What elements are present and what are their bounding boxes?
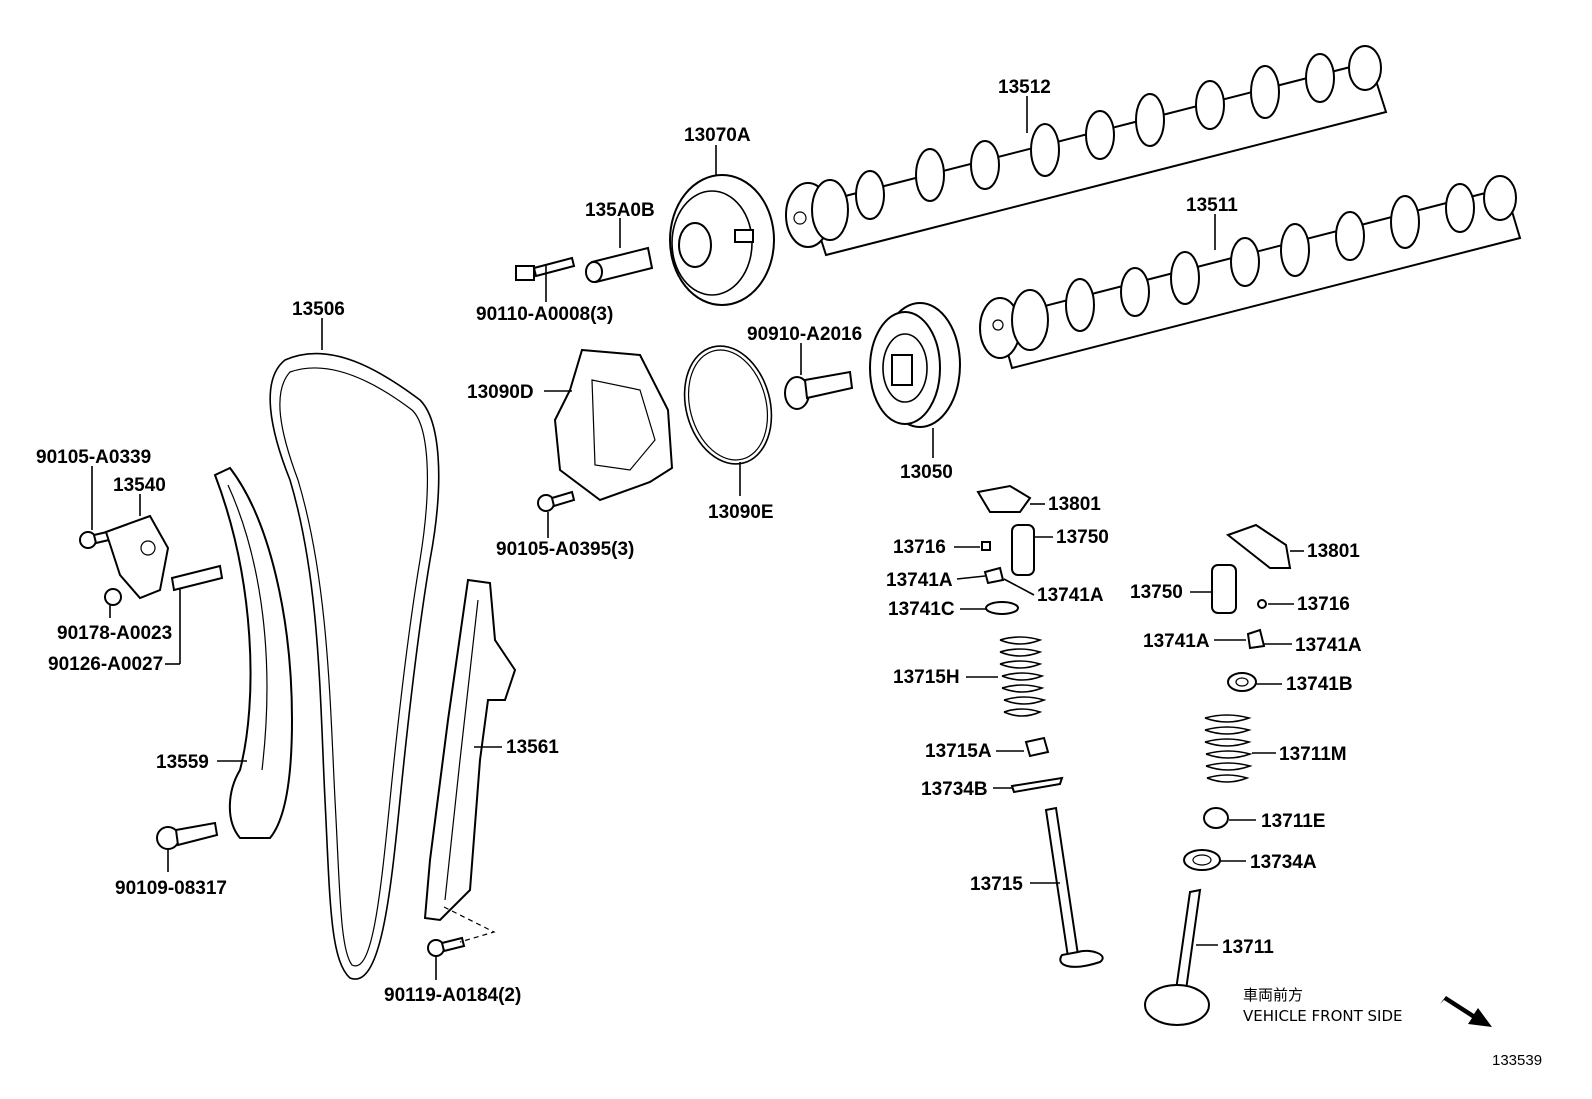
front-direction-arrow-icon (1440, 996, 1492, 1027)
nut-90178-A0023 (104, 588, 122, 606)
label-13540: 13540 (113, 475, 166, 496)
timing-gear-13070A (669, 174, 775, 306)
label-13734A: 13734A (1250, 852, 1317, 873)
rocker-arm-13801-left (976, 484, 1032, 513)
label-13711E: 13711E (1261, 811, 1325, 832)
keepers-13741A-right (1246, 628, 1266, 650)
timing-chain-13506 (269, 352, 440, 980)
label-13801-left: 13801 (1048, 494, 1101, 515)
keepers-13741A-left (983, 566, 1005, 585)
label-13741A-1: 13741A (886, 570, 953, 591)
rocker-arm-13801-right (1225, 523, 1292, 569)
label-13715: 13715 (970, 874, 1023, 895)
bolt-90105-A0395 (537, 490, 576, 512)
label-13711M: 13711M (1279, 744, 1347, 765)
stud-90126-A0027 (170, 564, 224, 592)
label-13716-right: 13716 (1297, 594, 1350, 615)
label-90110-A0008: 90110-A0008(3) (476, 304, 613, 325)
label-13750-right: 13750 (1130, 582, 1183, 603)
label-13506: 13506 (292, 299, 345, 320)
gasket-13090E (683, 345, 773, 465)
retainer-13741B (1227, 672, 1257, 692)
chain-damper-13561 (423, 578, 517, 922)
camshaft-13511 (979, 175, 1522, 370)
spring-13715H (999, 636, 1047, 717)
timing-gear-13050 (869, 302, 961, 428)
bolt-90109-08317 (156, 821, 219, 850)
cover-13090D (553, 348, 674, 502)
label-13715A: 13715A (925, 741, 992, 762)
label-90105-A0395: 90105-A0395(3) (496, 539, 634, 560)
ball-13716-left (981, 541, 991, 551)
label-13511: 13511 (1186, 195, 1238, 216)
label-13561: 13561 (506, 737, 559, 758)
spring-13711M (1204, 714, 1253, 783)
tensioner-13540 (104, 514, 170, 600)
seal-13711E (1203, 807, 1229, 829)
label-13711: 13711 (1222, 937, 1274, 958)
label-13741C: 13741C (888, 599, 955, 620)
label-13741A-3: 13741A (1143, 631, 1210, 652)
valve-13715 (1044, 806, 1104, 968)
label-90119-A0184: 90119-A0184(2) (384, 985, 521, 1006)
label-13715H: 13715H (893, 667, 960, 688)
label-13090E: 13090E (708, 502, 774, 523)
bolt-90910-A2016 (784, 370, 854, 410)
label-13741A-2: 13741A (1037, 585, 1104, 606)
seat-13734A (1183, 849, 1221, 871)
label-135A0B: 135A0B (585, 200, 655, 221)
label-13050: 13050 (900, 462, 953, 483)
seal-13715A (1024, 736, 1050, 758)
label-90126-A0027: 90126-A0027 (48, 654, 163, 675)
valve-135A0B (585, 246, 654, 284)
label-13741A-4: 13741A (1295, 635, 1362, 656)
label-13090D: 13090D (467, 382, 534, 403)
label-13512: 13512 (998, 77, 1051, 98)
lash-adjuster-13750-right (1211, 564, 1237, 614)
figure-number: 133539 (1492, 1052, 1542, 1069)
lash-adjuster-13750-left (1011, 524, 1035, 576)
label-13741B: 13741B (1286, 674, 1353, 695)
label-13750-left: 13750 (1056, 527, 1109, 548)
label-90178-A0023: 90178-A0023 (57, 623, 172, 644)
direction-en-text: VEHICLE FRONT SIDE (1243, 1007, 1403, 1025)
direction-jp-text: 車両前方 (1243, 986, 1303, 1004)
seat-13734B (1010, 776, 1064, 794)
label-90910-A2016: 90910-A2016 (747, 324, 862, 345)
bolt-90110-A0008 (515, 256, 576, 281)
valve-13711 (1144, 888, 1210, 1026)
retainer-13741C (985, 601, 1019, 615)
label-13716-left: 13716 (893, 537, 946, 558)
label-13070A: 13070A (684, 125, 751, 146)
chain-guide-13559 (213, 466, 294, 839)
label-90105-A0339: 90105-A0339 (36, 447, 151, 468)
ball-13716-right (1257, 599, 1267, 609)
label-13734B: 13734B (921, 779, 988, 800)
camshaft-13512 (785, 45, 1388, 257)
label-90109-08317: 90109-08317 (115, 878, 227, 899)
label-13559: 13559 (156, 752, 209, 773)
label-13801-right: 13801 (1307, 541, 1360, 562)
leader-lines (91, 96, 1304, 980)
